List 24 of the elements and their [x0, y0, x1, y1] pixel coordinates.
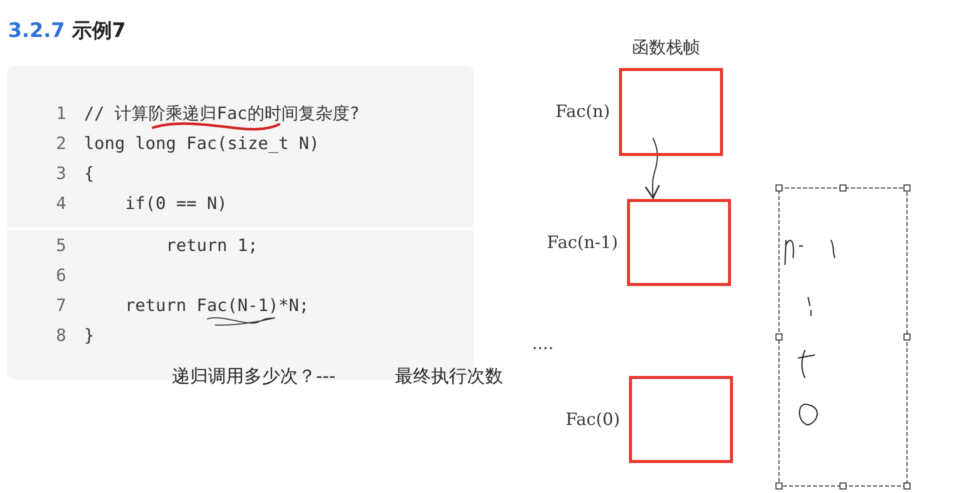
code-line: if(0 == N)	[124, 194, 228, 214]
code-line: }	[84, 326, 94, 346]
frame-label: Fac(n-1)	[546, 232, 618, 252]
frame-heading: 函数栈帧	[632, 37, 700, 59]
frame-label: Fac(n)	[555, 102, 610, 122]
line-number: 7	[56, 296, 66, 316]
code-line: {	[84, 164, 94, 184]
ellipsis-text: ....	[532, 334, 554, 354]
line-number: 2	[56, 134, 66, 154]
frame-label: Fac(0)	[566, 410, 620, 430]
line-number: 4	[56, 194, 66, 214]
hand-drawn-arrow	[644, 138, 660, 199]
line-number: 6	[56, 266, 66, 286]
code-line: return 1;	[164, 236, 258, 256]
line-number: 5	[56, 236, 66, 256]
line-number: 8	[56, 326, 66, 346]
code-line: long long Fac(size_t N)	[84, 134, 320, 154]
section-title: 3.2.7 示例7	[8, 17, 126, 44]
question-text: 递归调用多少次？---	[172, 365, 336, 388]
line-number: 3	[56, 164, 66, 184]
answer-text: 最终执行次数	[395, 365, 503, 388]
code-line: return Fac(N-1)*N;	[124, 296, 310, 316]
line-number: 1	[56, 104, 66, 124]
code-line: // 计算阶乘递归Fac的时间复杂度?	[84, 104, 360, 124]
